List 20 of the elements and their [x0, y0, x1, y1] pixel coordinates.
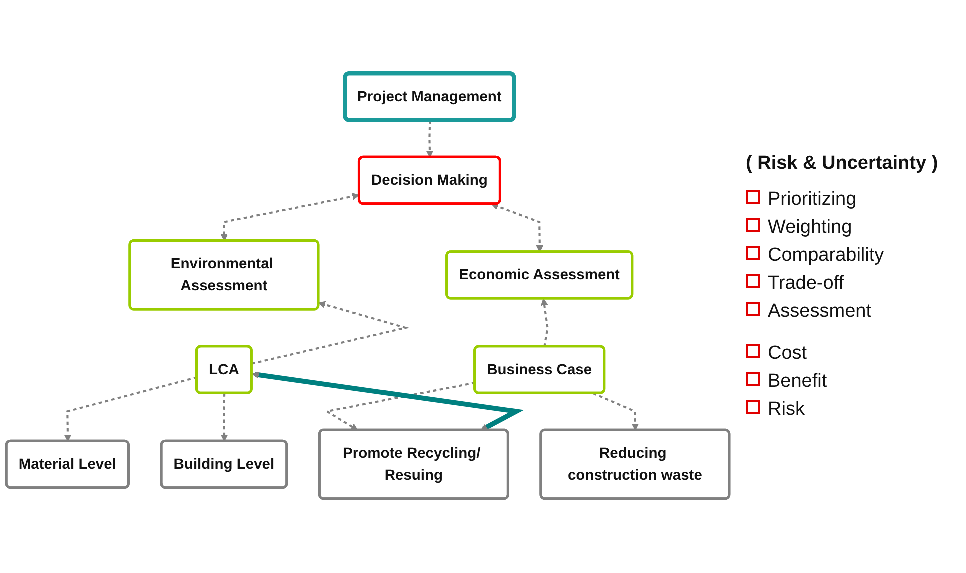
checklist-item: Prioritizing: [746, 188, 956, 210]
flowchart-drawing: Project Management Decision Making Environmental Assessment Economic Assessment LCA Business Case Material Level Building Level Reducing construction waste Promote Recycling/ Resuing: [0, 67, 736, 506]
checklist-item: Weighting: [746, 216, 956, 238]
arrow: [220, 394, 228, 442]
arrow: [252, 372, 524, 432]
checklist-item: Assessment: [746, 300, 956, 322]
arrow: [220, 193, 360, 242]
checklist-item: Cost: [746, 342, 956, 364]
checklist-item: Benefit: [746, 370, 956, 392]
checklist-item: Risk: [746, 398, 956, 420]
note-text: ( Risk & Uncertainty ): [746, 152, 940, 174]
arrow: [64, 376, 198, 442]
arrow: [593, 392, 640, 432]
arrow: [252, 302, 410, 366]
arrow: [492, 204, 544, 253]
arrow: [540, 298, 549, 348]
arrow: [324, 382, 476, 432]
checklist-item: Comparability: [746, 244, 956, 266]
checklist-item: Trade-off: [746, 272, 956, 294]
arrow: [426, 120, 434, 158]
